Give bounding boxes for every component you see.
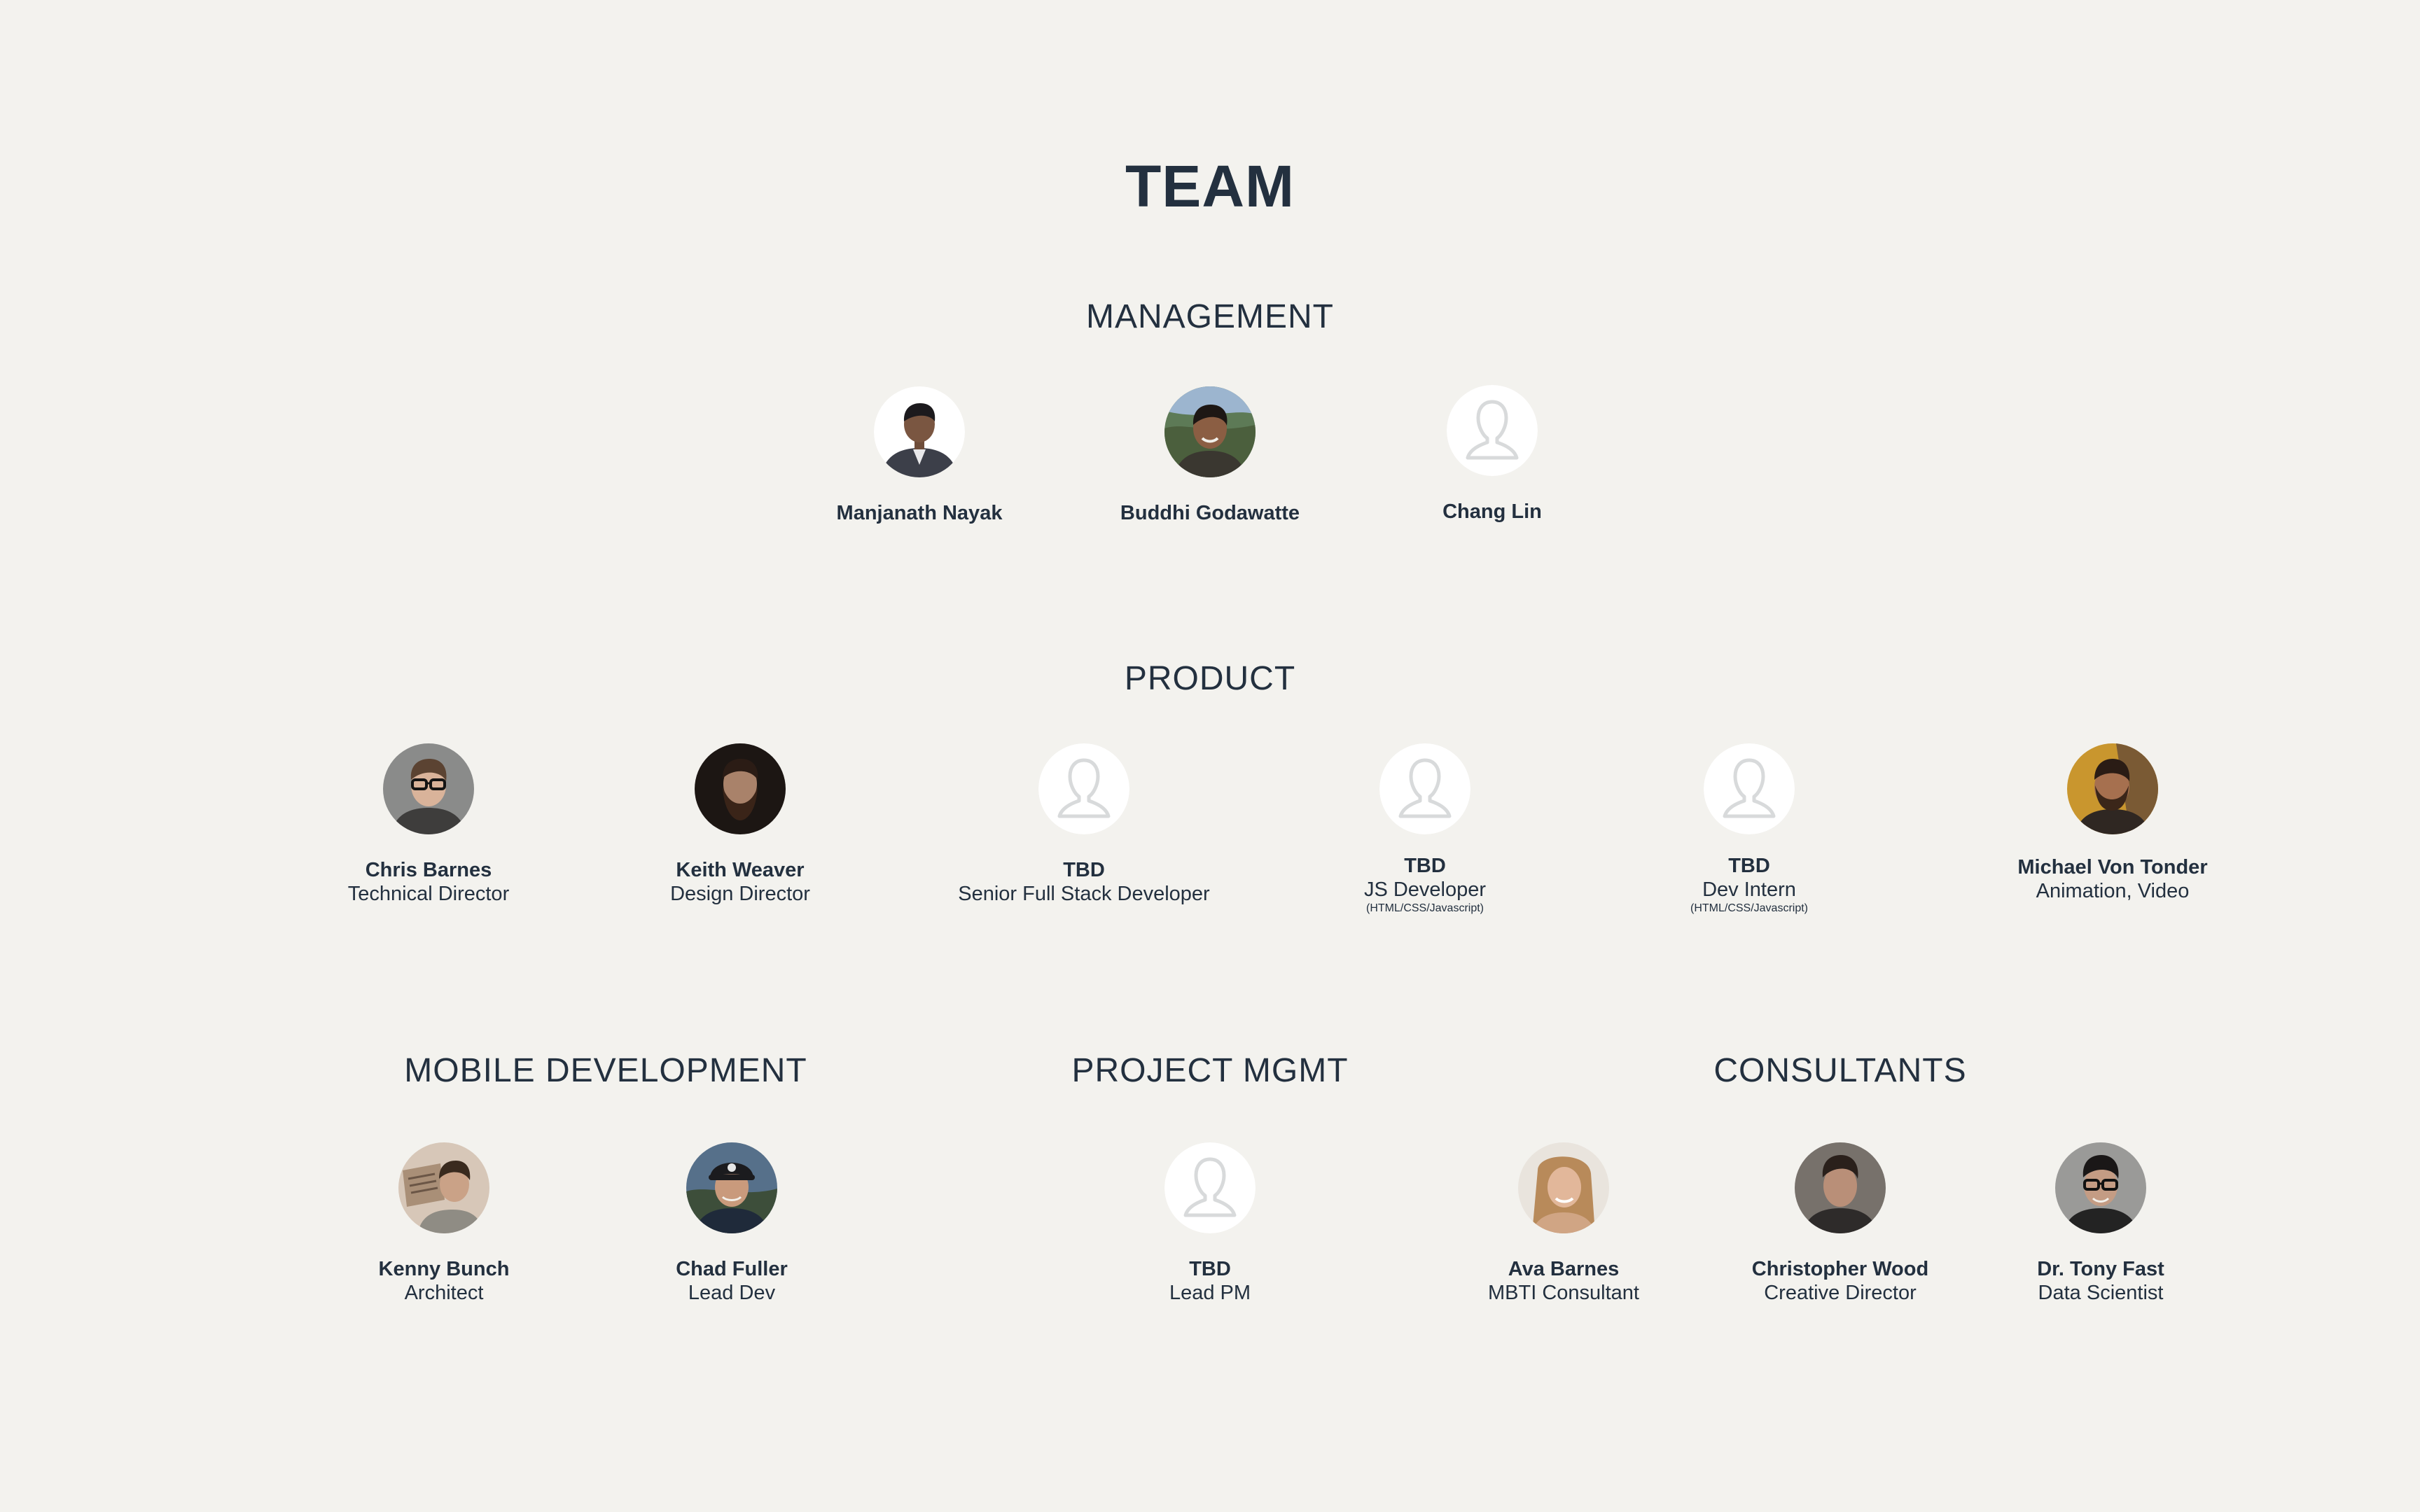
page-title: TEAM: [1125, 153, 1295, 219]
member-name: TBD: [1063, 859, 1105, 881]
member-name: TBD: [1189, 1258, 1231, 1280]
team-member: Buddhi Godawatte: [1028, 386, 1392, 525]
member-name: TBD: [1728, 855, 1770, 877]
team-member: Manjanath Nayak: [737, 386, 1101, 525]
avatar: [1447, 385, 1538, 476]
avatar: [1038, 743, 1129, 834]
avatar: [695, 743, 786, 834]
team-member: TBD Senior Full Stack Developer: [902, 743, 1266, 906]
member-name: Ava Barnes: [1508, 1258, 1620, 1280]
member-name: Dr. Tony Fast: [2037, 1258, 2164, 1280]
section-title-project-mgmt: PROJECT MGMT: [1071, 1052, 1349, 1089]
team-member: TBD Dev Intern (HTML/CSS/Javascript): [1567, 743, 1931, 916]
member-name: Keith Weaver: [676, 859, 805, 881]
member-role: Architect: [404, 1282, 484, 1304]
avatar: [1704, 743, 1795, 834]
member-name: Chris Barnes: [365, 859, 492, 881]
member-name: Michael Von Tonder: [2017, 856, 2208, 878]
avatar: [1164, 1142, 1256, 1233]
section-title-product: PRODUCT: [1124, 660, 1296, 697]
section-title-management: MANAGEMENT: [1085, 298, 1334, 335]
person-outline-icon: [1379, 743, 1470, 834]
member-role: JS Developer: [1363, 878, 1487, 901]
team-member: Ava Barnes MBTI Consultant: [1382, 1142, 1746, 1305]
avatar: [874, 386, 965, 477]
avatar: [383, 743, 474, 834]
person-outline-icon: [1447, 385, 1538, 476]
member-role: Data Scientist: [2038, 1282, 2164, 1304]
member-role: Technical Director: [347, 883, 510, 905]
team-member: Kenny Bunch Architect: [262, 1142, 626, 1305]
person-outline-icon: [1038, 743, 1129, 834]
team-member: TBD JS Developer (HTML/CSS/Javascript): [1243, 743, 1607, 916]
team-member: Chad Fuller Lead Dev: [550, 1142, 914, 1305]
member-name: TBD: [1404, 855, 1446, 877]
member-name: Chad Fuller: [676, 1258, 788, 1280]
team-member: TBD Lead PM: [1028, 1142, 1392, 1305]
member-role: Lead Dev: [688, 1282, 776, 1304]
section-title-consultants: CONSULTANTS: [1713, 1052, 1967, 1089]
avatar: [1379, 743, 1470, 834]
avatar: [398, 1142, 489, 1233]
avatar: [1795, 1142, 1886, 1233]
avatar: [2055, 1142, 2146, 1233]
section-title-mobile-development: MOBILE DEVELOPMENT: [404, 1052, 807, 1089]
member-name: Manjanath Nayak: [836, 502, 1003, 524]
member-name: Buddhi Godawatte: [1120, 502, 1300, 524]
team-member: Christopher Wood Creative Director: [1658, 1142, 2022, 1305]
member-role: Design Director: [670, 883, 810, 905]
person-outline-icon: [1164, 1142, 1256, 1233]
member-name: Christopher Wood: [1751, 1258, 1929, 1280]
avatar: [2067, 743, 2158, 834]
member-role: Animation, Video: [2036, 880, 2190, 902]
team-member: Chris Barnes Technical Director: [246, 743, 611, 906]
member-name: Chang Lin: [1442, 500, 1542, 523]
person-outline-icon: [1704, 743, 1795, 834]
member-note: (HTML/CSS/Javascript): [1690, 902, 1809, 914]
avatar: [1164, 386, 1256, 477]
team-member: Dr. Tony Fast Data Scientist: [1919, 1142, 2283, 1305]
team-member: Keith Weaver Design Director: [558, 743, 922, 906]
team-member: Chang Lin: [1310, 385, 1674, 524]
member-role: Creative Director: [1764, 1282, 1917, 1304]
member-role: Lead PM: [1169, 1282, 1251, 1304]
member-role: Senior Full Stack Developer: [958, 883, 1210, 905]
member-name: Kenny Bunch: [378, 1258, 510, 1280]
member-role: Dev Intern: [1702, 878, 1796, 901]
team-member: Michael Von Tonder Animation, Video: [1931, 743, 2295, 903]
member-role: MBTI Consultant: [1488, 1282, 1639, 1304]
member-note: (HTML/CSS/Javascript): [1365, 902, 1484, 914]
avatar: [686, 1142, 777, 1233]
avatar: [1518, 1142, 1609, 1233]
